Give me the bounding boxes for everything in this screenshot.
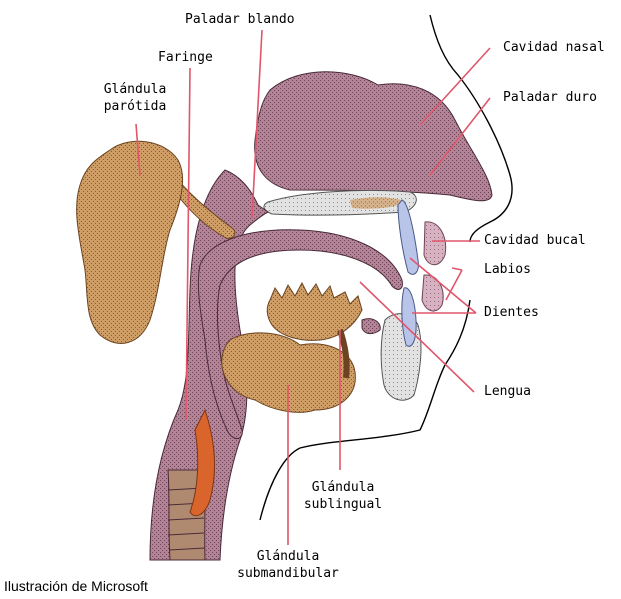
label-paladar-blando: Paladar blando xyxy=(185,12,295,27)
upper-lip xyxy=(424,222,446,265)
label-cavidad-nasal: Cavidad nasal xyxy=(503,40,605,55)
leader-cavidad-nasal xyxy=(420,48,490,125)
label-cavidad-bucal: Cavidad bucal xyxy=(484,233,586,248)
label-submandibular-line1: Glándula xyxy=(232,549,344,564)
label-parotida-line2: parótida xyxy=(96,99,174,114)
epiglottis-shape xyxy=(362,319,380,334)
label-lengua: Lengua xyxy=(484,384,531,399)
illustration-credit: Ilustración de Microsoft xyxy=(4,578,148,594)
sublingual-gland-shape xyxy=(267,283,362,340)
lower-lip xyxy=(422,275,443,311)
parotid-gland-shape xyxy=(77,141,183,343)
label-labios: Labios xyxy=(484,262,531,277)
label-submandibular-line2: submandibular xyxy=(232,566,344,581)
label-sublingual-line2: sublingual xyxy=(298,497,388,512)
nasal-cavity-shape xyxy=(255,72,492,201)
leader-labios-1 xyxy=(452,268,462,270)
label-parotida-line1: Glándula xyxy=(96,82,174,97)
label-dientes: Dientes xyxy=(484,305,539,320)
leader-dientes-1 xyxy=(410,258,476,313)
label-faringe: Faringe xyxy=(158,50,213,65)
label-paladar-duro: Paladar duro xyxy=(503,90,597,105)
lower-tooth xyxy=(402,288,416,346)
label-sublingual-line1: Glándula xyxy=(298,480,388,495)
